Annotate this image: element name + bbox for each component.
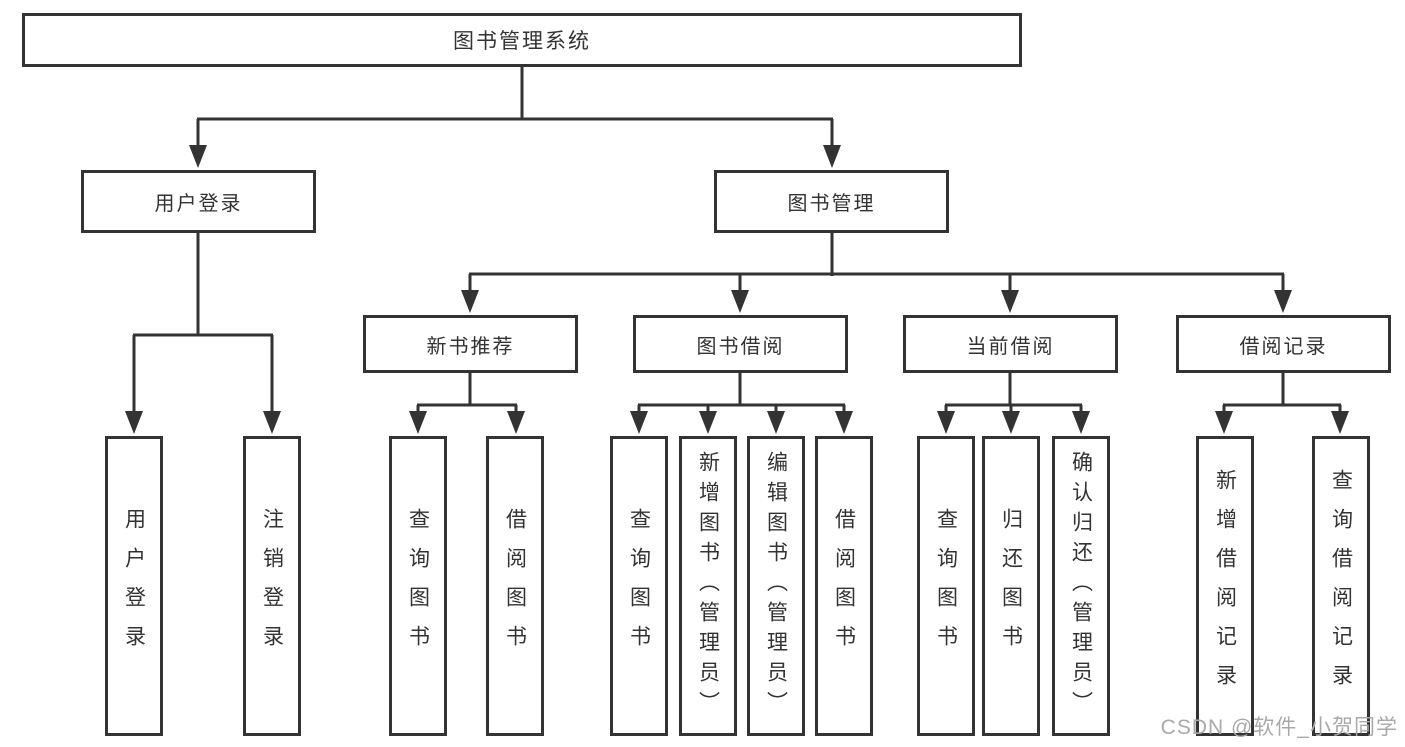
- leaf-borrow-books-recommend: 借阅图书: [486, 436, 544, 736]
- leaf-logout-login: 注销登录: [243, 436, 301, 736]
- node-root: 图书管理系统: [22, 13, 1022, 67]
- node-book-borrowing: 图书借阅: [633, 315, 848, 373]
- leaf-add-book-admin-label: 新增图书（管理员）: [696, 451, 720, 721]
- leaf-query-borrow-record: 查询借阅记录: [1312, 436, 1370, 736]
- node-user-login-label: 用户登录: [154, 193, 243, 215]
- leaf-user-login-label: 用户登录: [122, 508, 146, 664]
- leaf-edit-book-admin: 编辑图书（管理员）: [747, 436, 805, 736]
- leaf-query-books-recommend: 查询图书: [389, 436, 447, 736]
- watermark: CSDN @软件_小贺同学: [1160, 716, 1398, 739]
- node-book-borrowing-label: 图书借阅: [696, 335, 785, 358]
- node-new-book-recommend: 新书推荐: [363, 315, 578, 373]
- leaf-query-books-borrowing: 查询图书: [610, 436, 668, 736]
- leaf-edit-book-admin-label: 编辑图书（管理员）: [764, 451, 788, 721]
- leaf-query-books-current-label: 查询图书: [934, 508, 958, 664]
- node-user-login: 用户登录: [81, 170, 316, 233]
- leaf-return-books: 归还图书: [982, 436, 1040, 736]
- leaf-confirm-return-admin-label: 确认归还（管理员）: [1069, 451, 1093, 721]
- leaf-query-borrow-record-label: 查询借阅记录: [1329, 469, 1353, 703]
- node-book-management: 图书管理: [714, 170, 949, 233]
- leaf-query-books-borrowing-label: 查询图书: [627, 508, 651, 664]
- node-current-borrowing: 当前借阅: [903, 315, 1118, 373]
- node-borrowing-records-label: 借阅记录: [1239, 335, 1328, 358]
- leaf-add-borrow-record-label: 新增借阅记录: [1213, 469, 1237, 703]
- leaf-return-books-label: 归还图书: [999, 508, 1023, 664]
- node-new-book-recommend-label: 新书推荐: [426, 335, 515, 358]
- leaf-borrow-books-borrowing: 借阅图书: [815, 436, 873, 736]
- node-book-management-label: 图书管理: [787, 193, 876, 215]
- arrowheads: [125, 145, 1349, 434]
- leaf-user-login: 用户登录: [105, 436, 163, 736]
- leaf-add-borrow-record: 新增借阅记录: [1196, 436, 1254, 736]
- leaf-logout-login-label: 注销登录: [260, 508, 284, 664]
- leaf-borrow-books-borrowing-label: 借阅图书: [832, 508, 856, 664]
- leaf-add-book-admin: 新增图书（管理员）: [679, 436, 737, 736]
- node-root-label: 图书管理系统: [453, 30, 591, 53]
- node-current-borrowing-label: 当前借阅: [966, 335, 1055, 358]
- leaf-query-books-recommend-label: 查询图书: [406, 508, 430, 664]
- leaf-confirm-return-admin: 确认归还（管理员）: [1052, 436, 1110, 736]
- node-borrowing-records: 借阅记录: [1176, 315, 1391, 373]
- leaf-query-books-current: 查询图书: [917, 436, 975, 736]
- leaf-borrow-books-recommend-label: 借阅图书: [503, 508, 527, 664]
